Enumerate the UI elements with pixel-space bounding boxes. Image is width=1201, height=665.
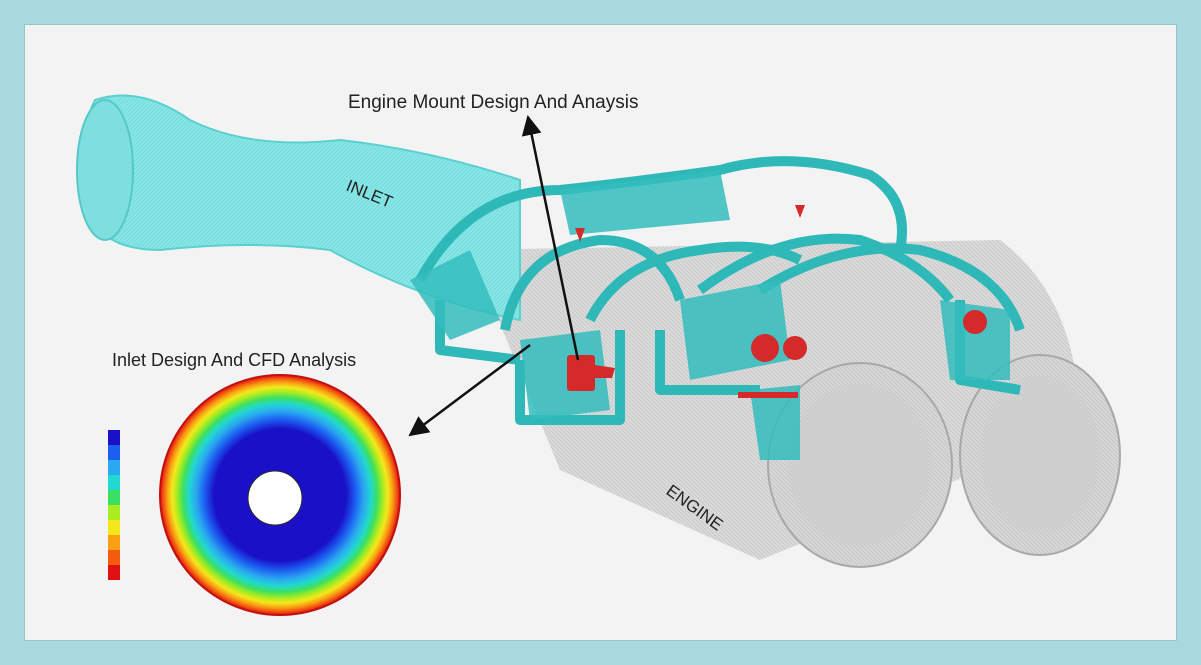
cfd-contour-plot	[159, 374, 401, 616]
legend-swatch	[108, 430, 120, 445]
legend-swatch	[108, 490, 120, 505]
legend-swatch	[108, 475, 120, 490]
mount-title-label: Engine Mount Design And Anaysis	[348, 92, 638, 113]
legend-swatch	[108, 535, 120, 550]
inlet-title-label: Inlet Design And CFD Analysis	[112, 350, 356, 370]
mount-pointer-arrow	[521, 115, 580, 361]
legend-swatch	[108, 445, 120, 460]
engine-cylinders	[470, 240, 1121, 568]
legend-swatch	[108, 460, 120, 475]
legend-swatch	[108, 505, 120, 520]
legend-swatch	[108, 550, 120, 565]
cfd-legend	[108, 430, 120, 580]
mount-brackets	[567, 205, 987, 398]
legend-swatch	[108, 520, 120, 535]
inlet-pointer-arrow	[408, 344, 531, 437]
legend-swatch	[108, 565, 120, 580]
